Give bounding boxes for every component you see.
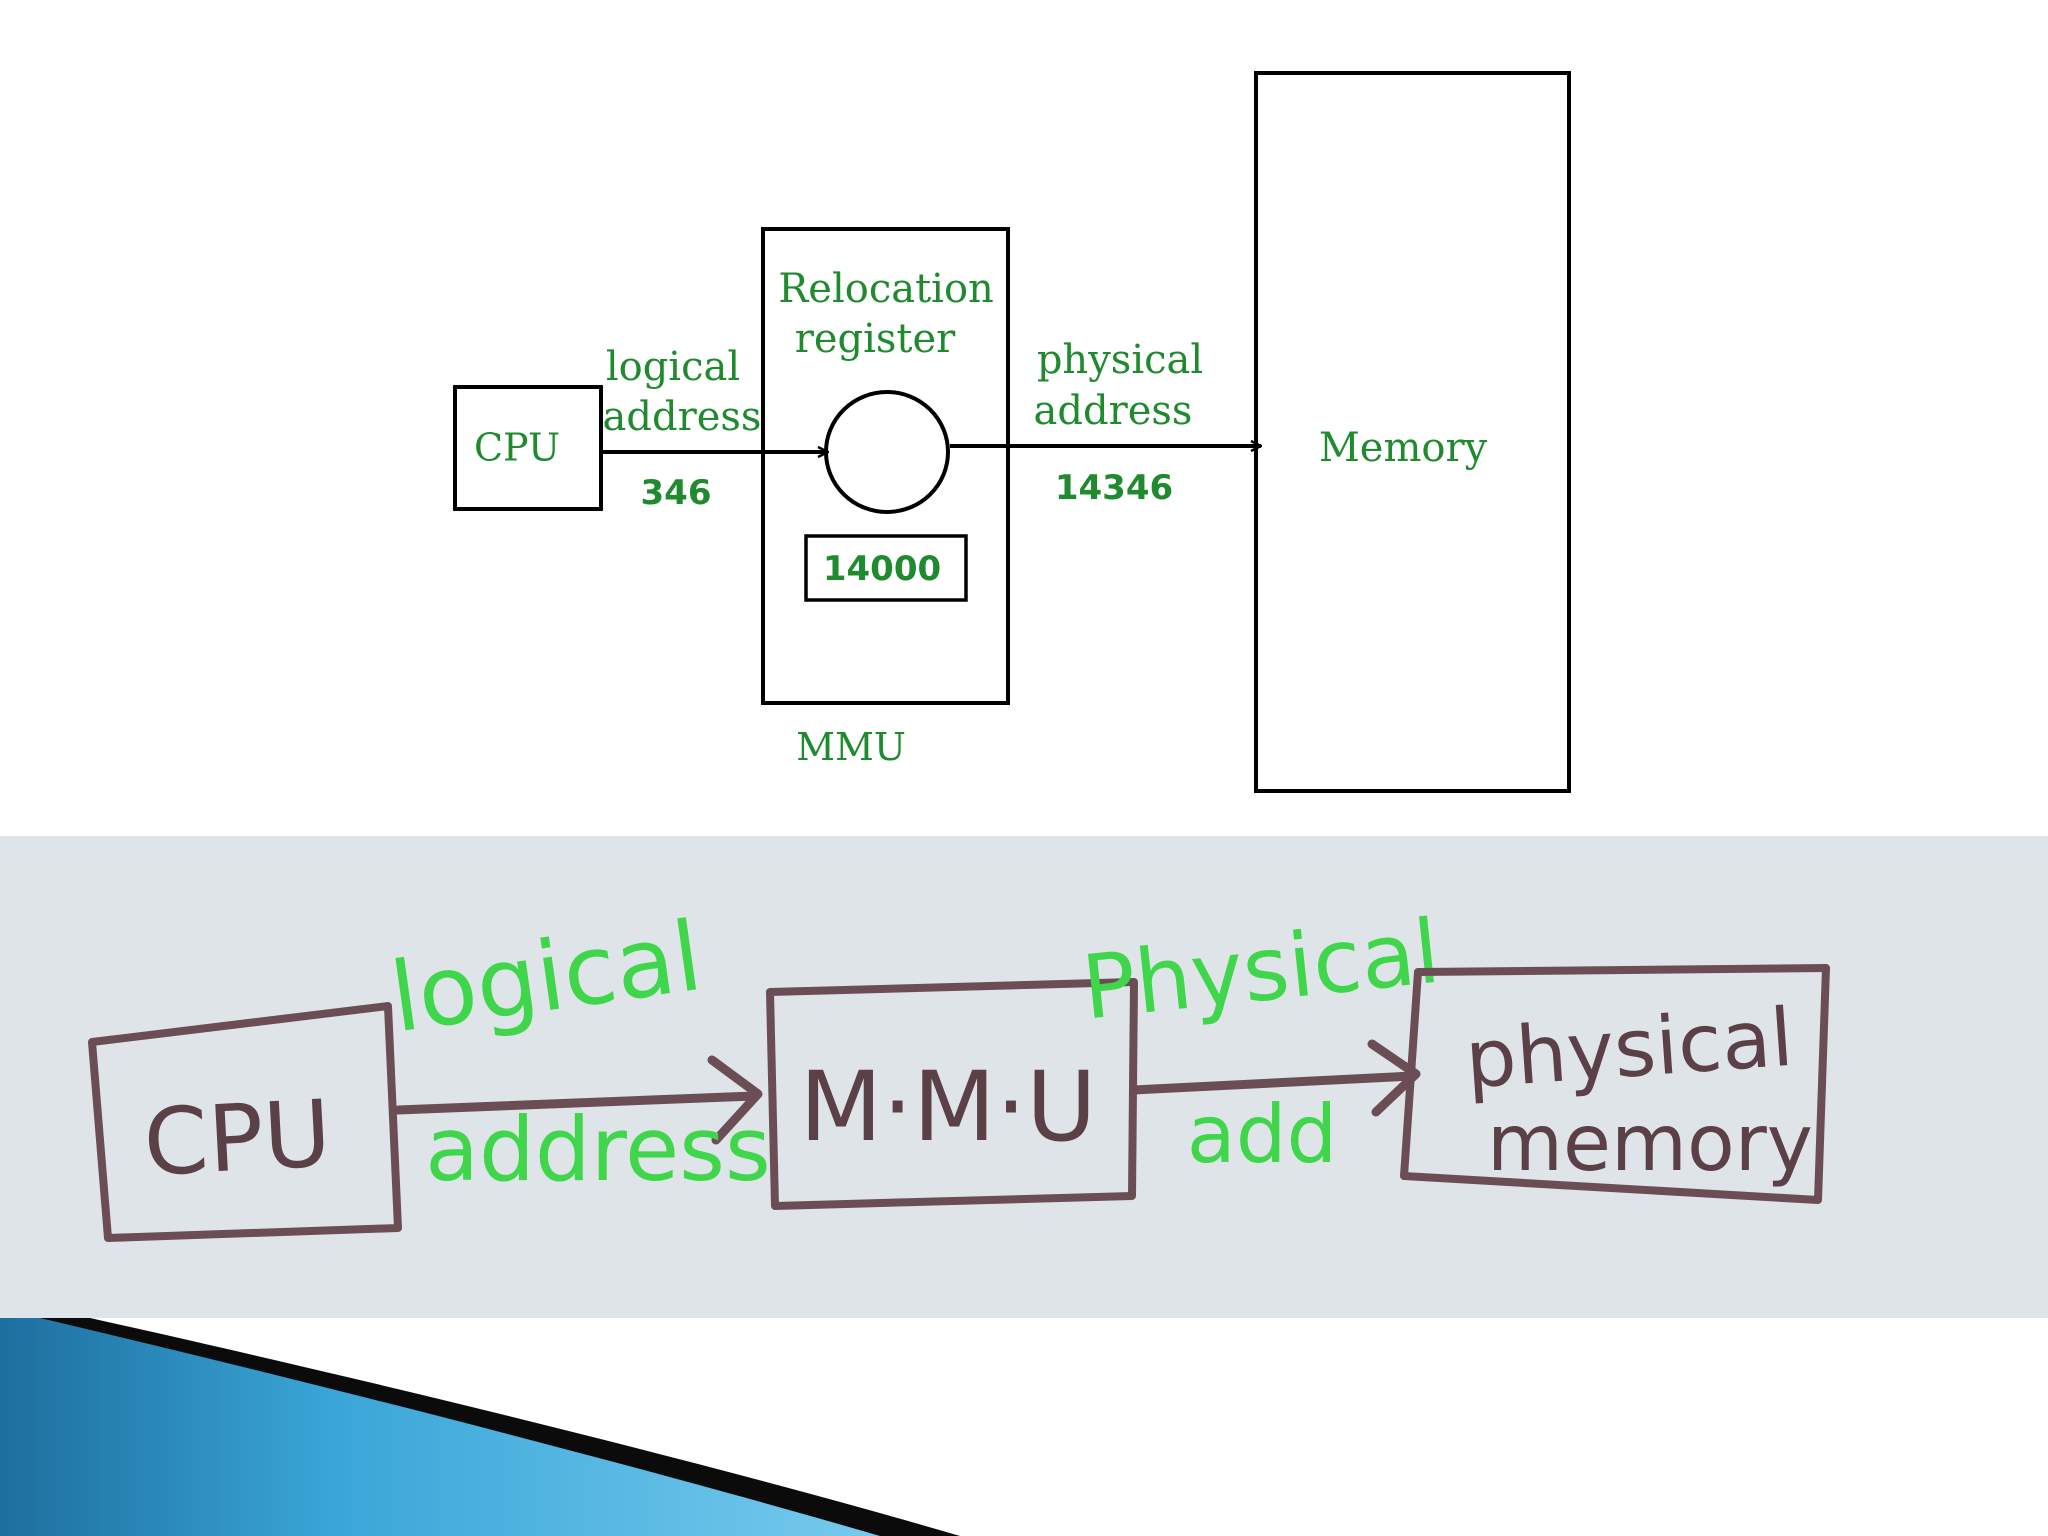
relocation-value: 14000 xyxy=(823,549,941,589)
mmu-label: MMU xyxy=(796,725,906,769)
hand-mmu-label: M·M·U xyxy=(800,1051,1097,1163)
mmu-box xyxy=(761,227,1010,705)
hand-memory-box xyxy=(1400,964,1830,1204)
whiteboard-photo: CPU logical address M·M·U Physical add p… xyxy=(0,836,2048,1318)
logical-label-line1: logical xyxy=(606,344,740,390)
slide-decoration xyxy=(0,1318,960,1536)
physical-value: 14346 xyxy=(1055,468,1173,508)
hand-memory-line2: memory xyxy=(1487,1099,1813,1189)
physical-label-line1: physical xyxy=(1037,337,1203,383)
memory-label: Memory xyxy=(1319,425,1488,471)
hand-physical-line2: add xyxy=(1187,1088,1338,1181)
relocation-label-line1: Relocation xyxy=(778,266,994,312)
address-translation-diagram: CPU logical address 346 Relocation regis… xyxy=(453,71,1571,793)
logical-value: 346 xyxy=(641,473,712,513)
adder-circle xyxy=(824,390,950,514)
whiteboard-background xyxy=(0,836,2048,1318)
dark-swoosh xyxy=(40,1318,960,1536)
memory-box xyxy=(1254,71,1571,793)
cpu-label: CPU xyxy=(474,426,560,470)
relocation-register-box xyxy=(804,534,968,602)
hand-cpu-box xyxy=(88,1002,402,1242)
cpu-box xyxy=(453,385,603,511)
relocation-label-line2: register xyxy=(795,316,956,362)
hand-logical-line2: address xyxy=(425,1098,771,1201)
hand-cpu-label: CPU xyxy=(141,1080,333,1197)
hand-physical-arrow xyxy=(1129,1039,1421,1117)
logical-label-line2: address xyxy=(603,394,762,440)
hand-logical-arrow xyxy=(393,1055,763,1145)
hand-memory-line1: physical xyxy=(1462,991,1796,1107)
physical-label-line2: address xyxy=(1034,388,1193,434)
hand-mmu-box xyxy=(766,978,1138,1210)
